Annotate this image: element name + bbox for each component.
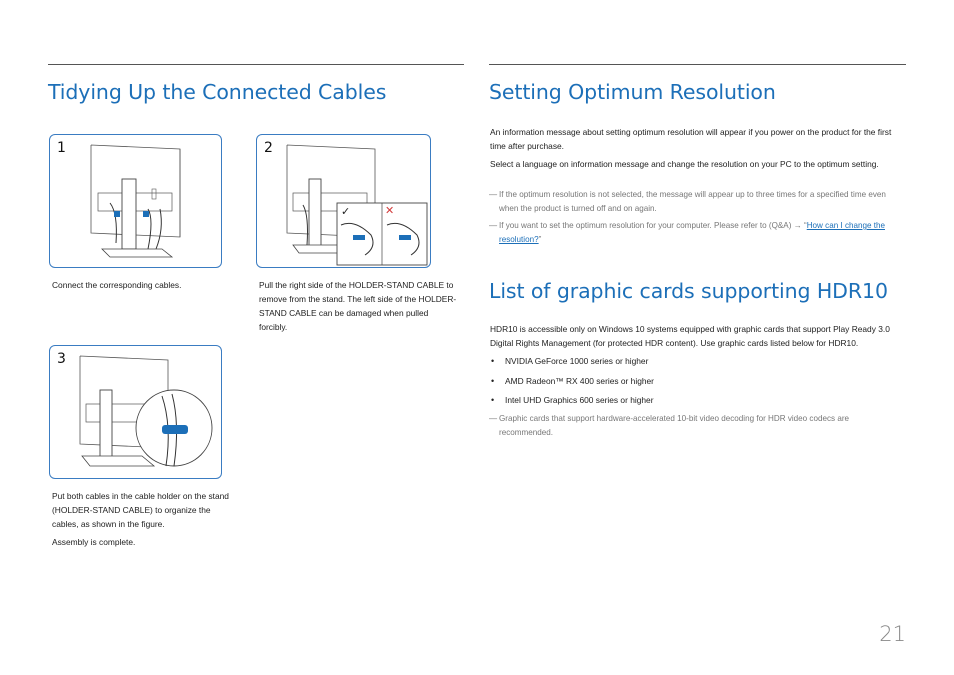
hdr-note: — Graphic cards that support hardware-ac… xyxy=(489,412,899,439)
figure-2-illustration xyxy=(286,144,428,266)
section-title-resolution: Setting Optimum Resolution xyxy=(489,80,776,104)
resolution-note-2-prefix: If you want to set the optimum resolutio… xyxy=(499,221,807,230)
figure-2-caption: Pull the right side of the HOLDER-STAND … xyxy=(259,280,457,332)
resolution-paragraph-1: An information message about setting opt… xyxy=(490,127,892,151)
hdr-intro-paragraph: HDR10 is accessible only on Windows 10 s… xyxy=(490,324,890,348)
figure-1-box: 1 xyxy=(49,134,222,268)
figure-3-box: 3 xyxy=(49,345,222,479)
note-dash-icon: — xyxy=(489,414,498,423)
figure-1-number: 1 xyxy=(57,140,66,156)
list-item: Intel UHD Graphics 600 series or higher xyxy=(490,393,908,413)
resolution-note-1: — If the optimum resolution is not selec… xyxy=(489,188,907,215)
figure-2-box: 2 ✓ ✕ xyxy=(256,134,431,268)
right-top-rule xyxy=(489,64,906,65)
left-top-rule xyxy=(48,64,464,65)
hdr-graphic-card-list: NVIDIA GeForce 1000 series or higher AMD… xyxy=(490,354,908,413)
note-dash-icon: — xyxy=(489,221,498,230)
hdr-note-text: Graphic cards that support hardware-acce… xyxy=(499,414,850,437)
list-item: NVIDIA GeForce 1000 series or higher xyxy=(490,354,908,374)
figure-3-number: 3 xyxy=(57,351,66,367)
resolution-note-1-text: If the optimum resolution is not selecte… xyxy=(499,190,886,213)
section-title-cables: Tidying Up the Connected Cables xyxy=(48,80,387,104)
figure-3-caption: Put both cables in the cable holder on t… xyxy=(52,491,229,529)
cross-mark-icon: ✕ xyxy=(385,204,395,217)
page-number: 21 xyxy=(879,622,906,646)
qa-resolution-link[interactable]: How can I change the resolution? xyxy=(499,221,885,244)
list-item: AMD Radeon™ RX 400 series or higher xyxy=(490,374,908,394)
figure-1-caption: Connect the corresponding cables. xyxy=(52,280,182,290)
resolution-note-2-suffix: ” xyxy=(538,234,542,244)
figure-1-illustration xyxy=(90,144,181,258)
section-title-hdr: List of graphic cards supporting HDR10 xyxy=(489,279,888,303)
check-mark-icon: ✓ xyxy=(341,205,351,218)
assembly-complete-text: Assembly is complete. xyxy=(52,537,136,547)
resolution-note-2: — If you want to set the optimum resolut… xyxy=(489,219,909,246)
note-dash-icon: — xyxy=(489,190,498,199)
figure-3-illustration xyxy=(79,355,213,467)
resolution-paragraph-2: Select a language on information message… xyxy=(490,159,879,169)
figure-2-number: 2 xyxy=(264,140,273,156)
